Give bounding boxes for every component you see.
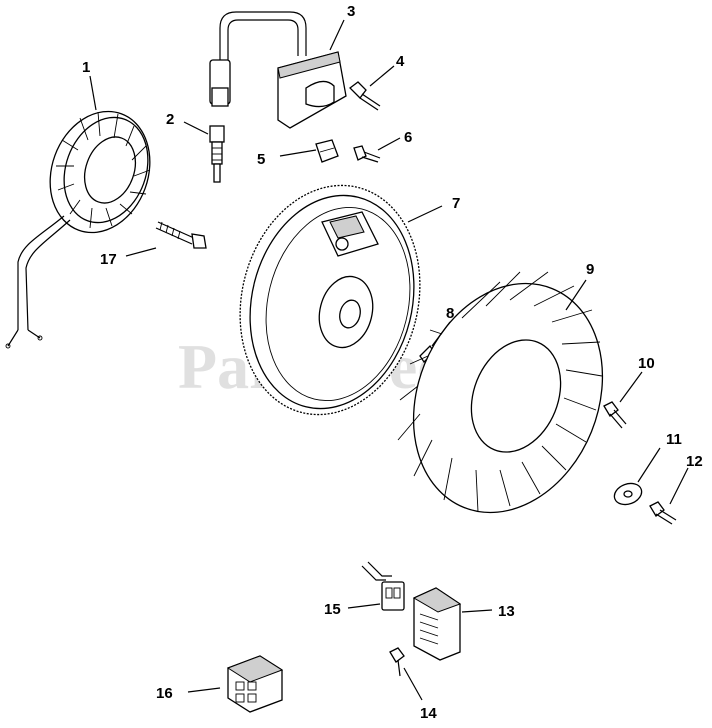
callout-10: 10 [638,355,655,372]
part-10-screw[interactable] [603,401,627,429]
leader-lines [89,19,689,701]
callout-9: 9 [586,261,594,278]
part-2-spark-plug[interactable] [209,125,225,183]
callout-17: 17 [100,251,117,268]
part-3-ignition-module[interactable] [209,11,347,129]
part-6-screw[interactable] [353,145,381,163]
callout-12: 12 [686,453,703,470]
part-11-washer[interactable] [611,480,644,508]
callout-11: 11 [666,431,682,448]
part-9-fan[interactable] [380,255,635,541]
part-14-screw[interactable] [389,647,405,677]
callout-7: 7 [452,195,460,212]
callout-3: 3 [347,3,355,20]
callout-1: 1 [82,59,90,76]
callout-13: 13 [498,603,515,620]
part-4-screw[interactable] [349,81,381,111]
part-1-stator[interactable] [5,97,166,349]
part-12-screw[interactable] [649,501,677,525]
part-17-bolt[interactable] [155,221,207,249]
part-15-connector[interactable] [361,561,405,611]
callout-6: 6 [404,129,412,146]
part-13-rectifier[interactable] [412,587,462,661]
part-16-connector-block[interactable] [226,655,284,713]
callout-8: 8 [446,305,454,322]
part-7-flywheel[interactable] [217,166,444,434]
callout-5: 5 [257,151,265,168]
callout-14: 14 [420,705,437,722]
callout-15: 15 [324,601,341,618]
callout-4: 4 [396,53,405,70]
callout-16: 16 [156,685,173,702]
part-5-clip[interactable] [315,139,339,163]
callout-2: 2 [166,111,174,128]
callout-labels: 1 2 3 4 5 6 7 8 9 10 11 12 13 14 15 16 1… [82,3,703,722]
